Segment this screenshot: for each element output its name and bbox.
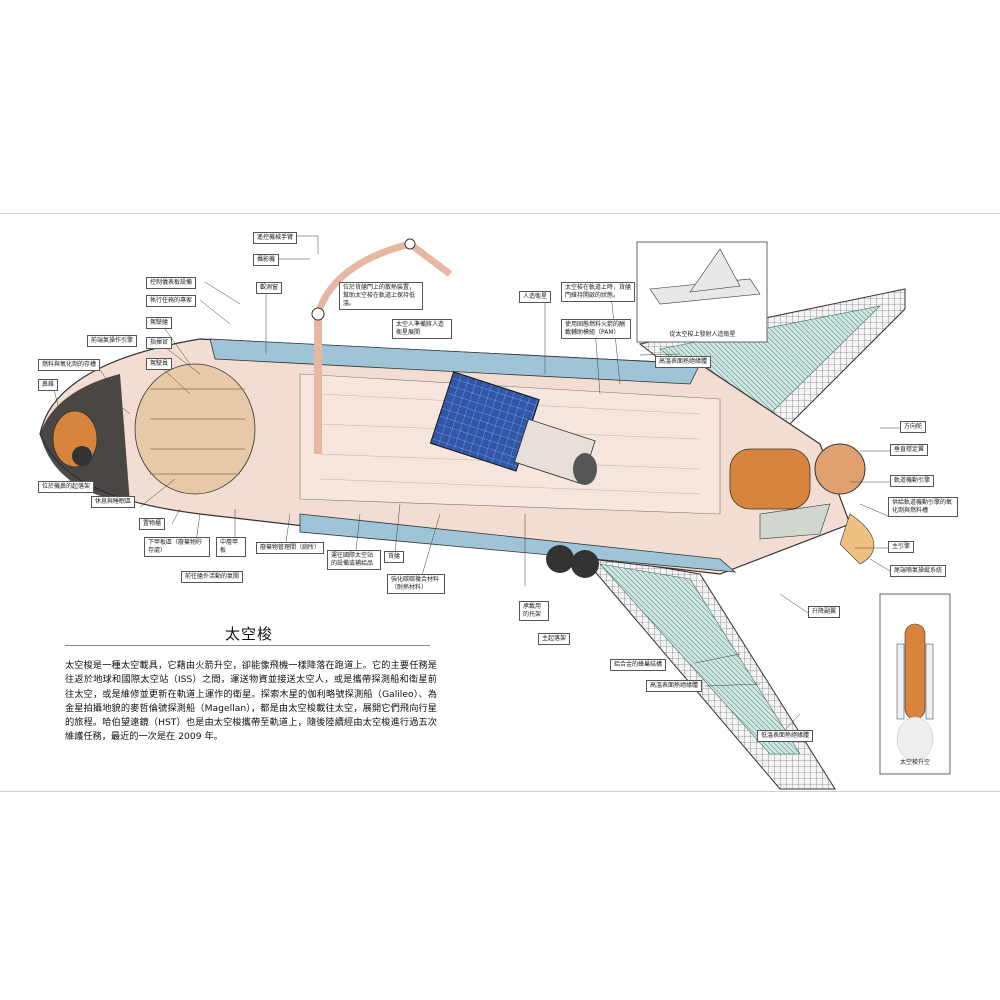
label-pilot-seat: 駕駛員: [146, 358, 173, 370]
label-elevon: 升降副翼: [808, 606, 841, 618]
label-eva-airlock: 前往艙外活動的氣閘: [181, 571, 244, 583]
label-airlock-thruster: 前端氣操作引擎: [87, 335, 138, 347]
book-page: 遙控機械手臂 攝影機 控制儀表板設備 執行任務的專家 觀測窗 位於貨艙門上的散熱…: [0, 213, 1000, 792]
label-fuel-oxidizer-tank: 燃料與氧化劑的存槽: [38, 359, 101, 371]
label-nose-landing-gear: 位於機鼻的起落架: [38, 481, 95, 493]
label-satellite: 人造衛星: [519, 291, 552, 303]
label-payload-door-radiator: 位於貨艙門上的散熱裝置，幫助太空梭在軌道上保持低溫。: [339, 282, 423, 310]
satellite: [429, 371, 597, 485]
label-waste-mgmt: 廢棄物管理間（廁所）: [256, 542, 325, 554]
label-control-panel: 控制儀表板設備: [146, 277, 197, 289]
label-main-engine: 主引擎: [888, 541, 915, 553]
label-commander: 指揮官: [146, 337, 173, 349]
label-oms-fuel: 使用固態燃料火箭的酬載輔助模組（PAM）: [561, 319, 631, 339]
label-high-temp-tiles-2: 高溫表面熱絕緣體: [646, 680, 703, 692]
remote-arm: [311, 238, 453, 454]
lower-wing: [578, 553, 836, 790]
page-title: 太空梭: [225, 625, 274, 643]
label-mission-specialist: 執行任務的專家: [146, 295, 197, 307]
label-tail-control: 尾端噴氣操縱系統: [890, 565, 947, 577]
label-aluminum-structure: 鋁合金的蜂巢結構: [610, 659, 667, 671]
label-oms-engine: 軌道機動引擎: [890, 475, 935, 487]
label-landing-support: 承載用的托架: [519, 601, 549, 621]
label-rudder: 方向舵: [900, 421, 927, 433]
label-orbit-open-door: 太空梭在軌道上時，貨艙門維持開啟的狀態。: [561, 282, 635, 302]
body-paragraph: 太空梭是一種太空載具，它藉由火箭升空，卻能像飛機一樣降落在跑道上。它的主要任務是…: [65, 660, 437, 743]
label-main-landing-gear: 主起落架: [538, 633, 571, 645]
label-iss-equipment: 運往國際太空站的設備或補給品: [327, 550, 381, 570]
label-oms-tanks: 供給軌道機動引擎的氧化劑與燃料槽: [888, 497, 958, 517]
label-lower-deck: 下甲板區（廢棄物貯存處）: [144, 537, 210, 557]
label-high-temp-tiles: 高溫表面熱絕緣體: [655, 356, 712, 368]
label-nose: 鼻錐: [38, 379, 59, 391]
label-cargo-bay: 貨艙: [384, 551, 405, 563]
nose-landing-gear: [72, 446, 92, 466]
label-rest-sleep: 休息與睡眠區: [91, 496, 136, 508]
caption-inset-launch: 從太空梭上發射人造衛星: [669, 331, 736, 338]
caption-inset-liftoff: 太空梭升空: [899, 759, 930, 766]
engines: [729, 443, 875, 565]
label-astronaut-ready: 太空人準備將人造衛星展開: [392, 319, 452, 339]
label-observation-window: 觀測窗: [256, 282, 283, 294]
label-middeck: 中層甲板: [216, 537, 246, 557]
label-storage: 置物櫃: [139, 518, 166, 530]
label-remote-arm: 遙控機械手臂: [253, 232, 298, 244]
label-pilot: 駕駛艙: [146, 317, 173, 329]
label-vertical-stabilizer: 垂直穩定翼: [890, 444, 929, 456]
label-low-temp-tiles: 低溫表面熱絕緣體: [757, 730, 814, 742]
space-shuttle-cutaway-illustration: [39, 235, 951, 790]
title-divider: [65, 645, 430, 646]
label-camera: 攝影機: [253, 254, 280, 266]
main-landing-gear: [546, 545, 599, 578]
label-reinforced-carbon: 強化碳碳複合材料（耐熱材料）: [387, 574, 445, 594]
